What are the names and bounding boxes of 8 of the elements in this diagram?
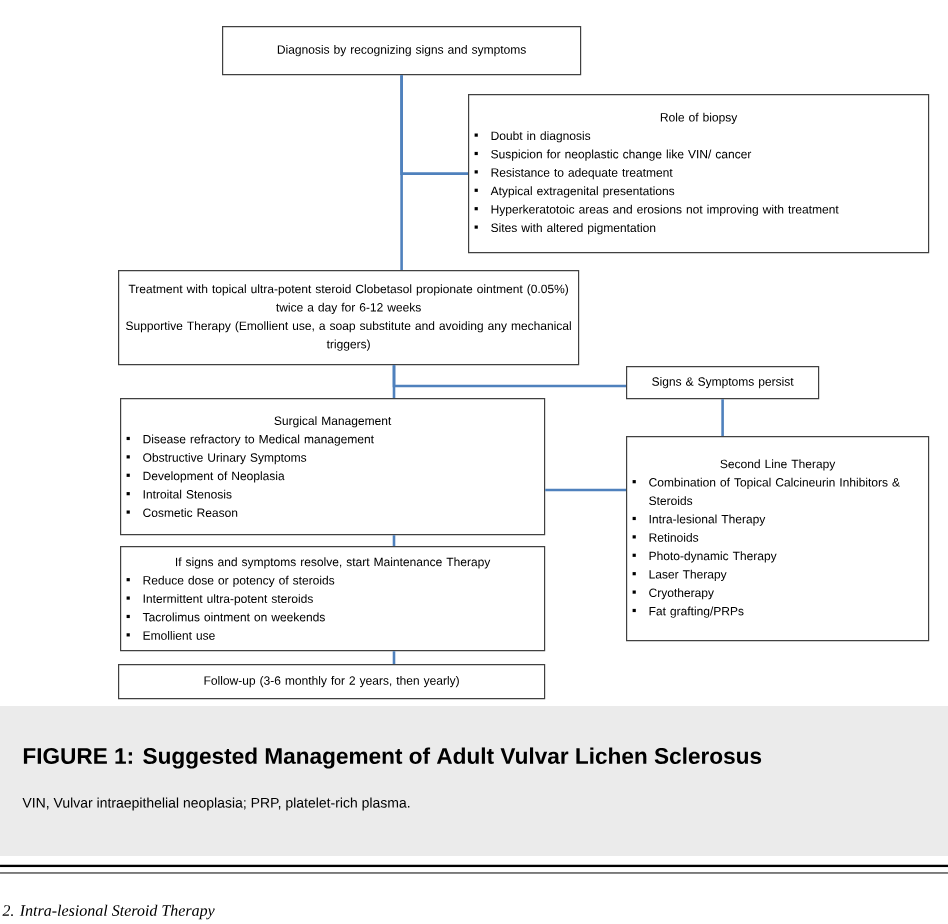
section-heading: 2. Intra-lesional Steroid Therapy: [2, 904, 215, 920]
connector-line: [392, 651, 396, 664]
connector-line: [392, 365, 626, 388]
connector-line: [721, 399, 724, 436]
connector-line: [392, 535, 396, 546]
figure-title: FIGURE 1: Suggested Management of Adult Vulvar Lichen Sclerosus: [23, 747, 762, 769]
connector-line: [545, 488, 626, 492]
connector-line: [400, 75, 468, 175]
